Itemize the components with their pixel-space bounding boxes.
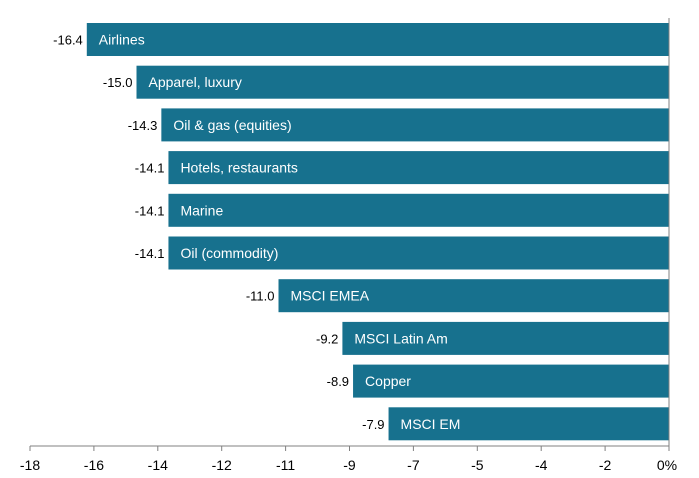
bar-category-label: Oil & gas (equities) [173, 117, 291, 133]
bar-value-label: -15.0 [103, 75, 133, 90]
x-tick-label: -11 [276, 457, 295, 473]
x-tick-label: -7 [407, 457, 420, 473]
bar-category-label: MSCI EM [401, 416, 461, 432]
bar-row: Hotels, restaurants -14.1 [135, 151, 669, 185]
x-tick-label: -14 [148, 457, 168, 473]
bar-category-label: Airlines [99, 32, 145, 48]
bar-value-label: -16.4 [53, 33, 83, 48]
bar-value-label: -8.9 [327, 374, 349, 389]
bar [161, 108, 669, 142]
x-tick-label: -9 [343, 457, 356, 473]
bar-row: Airlines -16.4 [53, 23, 670, 56]
bar-row: Oil & gas (equities) -14.3 [128, 108, 669, 142]
bar-value-label: -14.3 [128, 118, 158, 133]
bar [342, 321, 669, 355]
bar-category-label: Apparel, luxury [149, 74, 242, 90]
bar [168, 193, 669, 227]
bar [168, 236, 669, 270]
bar-value-label: -9.2 [316, 331, 338, 346]
bar-row: Marine -14.1 [135, 193, 669, 227]
x-tick-label: -12 [212, 457, 232, 473]
bar [86, 23, 670, 56]
bar-row: Apparel, luxury -15.0 [103, 65, 669, 99]
bar-row: MSCI EM -7.9 [362, 407, 669, 441]
x-tick-label: -16 [84, 457, 104, 473]
x-tick-label: -18 [20, 457, 40, 473]
bar-category-label: Hotels, restaurants [180, 160, 298, 176]
bar-value-label: -14.1 [135, 246, 165, 261]
x-tick-label: -4 [535, 457, 548, 473]
x-tick-label: -5 [471, 457, 484, 473]
bar-value-label: -7.9 [362, 417, 384, 432]
bar-category-label: MSCI EMEA [291, 288, 370, 304]
bar-category-label: MSCI Latin Am [354, 330, 447, 346]
bar [278, 279, 669, 313]
bar-value-label: -14.1 [135, 161, 165, 176]
bar-category-label: Marine [180, 202, 223, 218]
x-axis-ticks: -18 -16 -14 -12 -11 -9 -7 -5 -4 -2 0% [20, 446, 677, 473]
bar-row: Oil (commodity) -14.1 [135, 236, 669, 270]
bar-category-label: Oil (commodity) [180, 245, 278, 261]
bar-value-label: -14.1 [135, 203, 165, 218]
bar [136, 65, 669, 99]
x-tick-label: 0% [657, 457, 677, 473]
bar [353, 364, 669, 398]
bar [388, 407, 669, 441]
bar [168, 151, 669, 185]
bar-row: MSCI EMEA -11.0 [246, 279, 669, 313]
x-tick-label: -2 [599, 457, 612, 473]
bar-value-label: -11.0 [246, 289, 275, 304]
bar-category-label: Copper [365, 373, 411, 389]
bar-row: MSCI Latin Am -9.2 [316, 321, 669, 355]
bar-row: Copper -8.9 [327, 364, 669, 398]
